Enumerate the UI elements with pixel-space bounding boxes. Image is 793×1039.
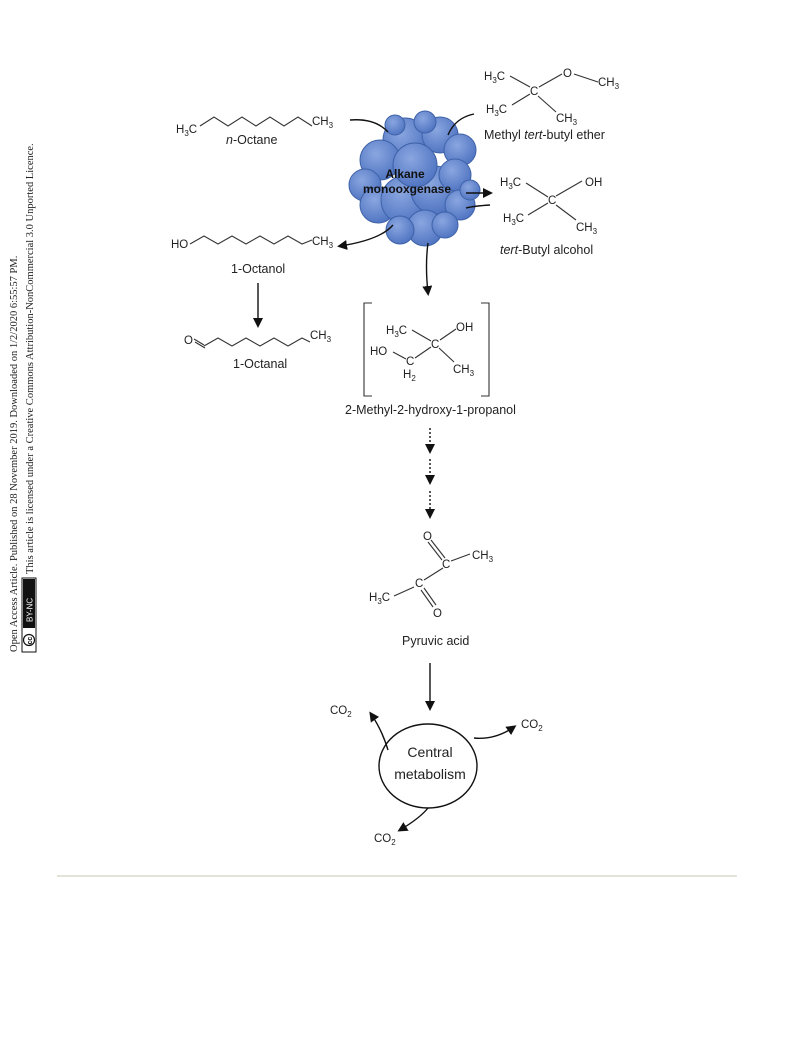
sidebar-line-2: This article is licensed under a Creativ… — [25, 143, 36, 574]
propanol-structure: H3C OH C HO C H2 CH3 2-Methyl-2-hydroxy-… — [345, 302, 516, 417]
svg-text:C: C — [530, 86, 538, 98]
octanol-structure: HO CH3 1-Octanol — [171, 235, 334, 276]
co2-bottom: CO2 — [374, 833, 396, 847]
mtbe-structure: H3C H3C C O CH3 CH3 Methyl tert-butyl et… — [484, 68, 620, 142]
octanal-label: 1-Octanal — [233, 357, 287, 371]
octanol-label: 1-Octanol — [231, 262, 285, 276]
svg-text:H3C: H3C — [176, 124, 197, 138]
central-metabolism: Central metabolism CO2 CO2 CO2 — [330, 705, 543, 847]
svg-text:C: C — [431, 339, 439, 351]
propanol-label: 2-Methyl-2-hydroxy-1-propanol — [345, 403, 516, 417]
svg-text:H2: H2 — [403, 369, 416, 383]
svg-text:CH3: CH3 — [312, 116, 334, 130]
license-sidebar: Open Access Article. Published on 28 Nov… — [9, 143, 37, 653]
enzyme-label-1: Alkane — [385, 167, 425, 181]
cc-license-badge[interactable]: cc BY-NC — [21, 577, 37, 653]
central-label-1: Central — [407, 744, 452, 760]
n-octane-label: n-Octane — [226, 133, 277, 147]
sidebar-line-1: Open Access Article. Published on 28 Nov… — [9, 256, 20, 652]
tba-structure: H3C H3C C OH CH3 tert-Butyl alcohol — [500, 177, 602, 257]
footer-divider — [57, 875, 737, 877]
svg-text:C: C — [548, 195, 556, 207]
svg-text:CH3: CH3 — [576, 222, 598, 236]
badge-by-text: BY-NC — [26, 598, 35, 622]
enzyme-blob: Alkane monooxgenase — [348, 110, 481, 247]
svg-text:C: C — [442, 559, 450, 571]
svg-text:H3C: H3C — [386, 325, 407, 339]
reaction-arrows — [253, 113, 517, 832]
svg-text:HO: HO — [171, 239, 188, 251]
svg-text:C: C — [415, 578, 423, 590]
svg-text:CH3: CH3 — [598, 77, 620, 91]
svg-text:O: O — [433, 608, 442, 620]
svg-text:CH3: CH3 — [472, 550, 494, 564]
svg-text:C: C — [406, 356, 414, 368]
svg-text:H3C: H3C — [486, 104, 507, 118]
pyruvic-acid-label: Pyruvic acid — [402, 634, 469, 648]
co2-right: CO2 — [521, 719, 543, 733]
enzyme-label-2: monooxgenase — [363, 182, 451, 196]
svg-text:O: O — [563, 68, 572, 80]
pyruvic-acid-structure: O C CH3 C H3C O Pyruvic acid — [369, 531, 494, 648]
octanal-structure: O CH3 1-Octanal — [184, 330, 332, 371]
svg-text:H3C: H3C — [500, 177, 521, 191]
n-octane-structure: H3C CH3 n-Octane — [176, 116, 334, 147]
svg-text:CH3: CH3 — [312, 236, 334, 250]
svg-text:H3C: H3C — [369, 592, 390, 606]
co2-left: CO2 — [330, 705, 352, 719]
svg-text:O: O — [184, 335, 193, 347]
mtbe-label: Methyl tert-butyl ether — [484, 128, 605, 142]
svg-text:OH: OH — [456, 322, 473, 334]
svg-text:H3C: H3C — [484, 71, 505, 85]
svg-text:HO: HO — [370, 346, 387, 358]
svg-text:O: O — [423, 531, 432, 543]
svg-text:CH3: CH3 — [310, 330, 332, 344]
svg-text:H3C: H3C — [503, 213, 524, 227]
svg-text:OH: OH — [585, 177, 602, 189]
tba-label: tert-Butyl alcohol — [500, 243, 593, 257]
svg-text:CH3: CH3 — [453, 364, 475, 378]
svg-text:CH3: CH3 — [556, 113, 578, 127]
central-label-2: metabolism — [394, 766, 466, 782]
cc-icon: cc — [27, 637, 34, 645]
